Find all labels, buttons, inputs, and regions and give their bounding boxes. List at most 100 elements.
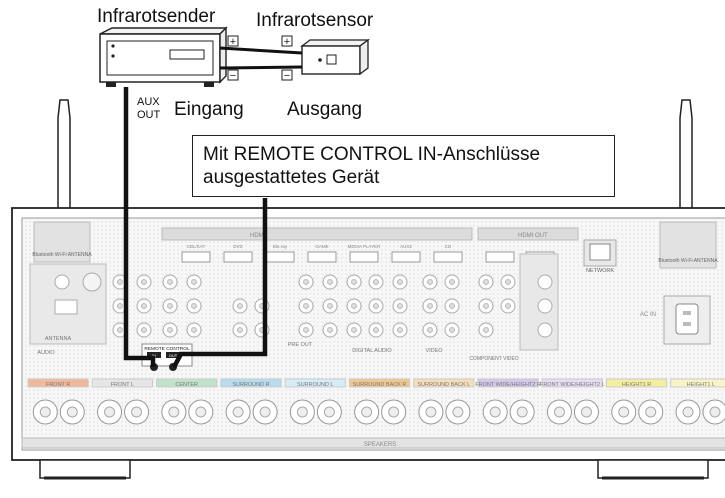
speaker-section-label: CENTER	[175, 382, 198, 388]
video-label: VIDEO	[425, 348, 443, 354]
callout-line-2: ausgestattetes Gerät	[203, 167, 380, 188]
hdmi-label: HDMI	[250, 233, 266, 239]
rca-jack-center	[191, 327, 197, 333]
input-label: Eingang	[174, 99, 244, 120]
hdmi-out-port	[485, 251, 515, 263]
bt-antenna-label-left: Bluetooth Wi-Fi ANTENNA	[32, 252, 92, 258]
rca-jack-center	[373, 303, 379, 309]
speaker-section-label: SURROUND L	[297, 382, 333, 388]
hdmi-port: GAME	[307, 244, 337, 263]
callout-line-1: Mit REMOTE CONTROL IN-Anschlüsse	[203, 144, 541, 165]
rca-jack-center	[191, 303, 197, 309]
rca-jack-center	[427, 279, 433, 285]
speaker-terminal-core	[361, 406, 373, 418]
remote-cable	[123, 87, 268, 369]
speaker-section: HEIGHT1 L	[670, 378, 725, 425]
rca-jack-center	[351, 303, 357, 309]
rca-jack-center	[427, 327, 433, 333]
speaker-terminal-core	[580, 406, 592, 418]
rca-jack-center	[141, 327, 147, 333]
rca-jack-center	[351, 279, 357, 285]
rca-jack-center	[141, 279, 147, 285]
speaker-section: FRONT L	[91, 378, 154, 425]
speaker-section-label: SURROUND BACK R	[353, 382, 407, 388]
speaker-section: SURROUND L	[284, 378, 346, 425]
rca-jack-center	[505, 303, 511, 309]
speaker-section-label: SURROUND BACK L	[417, 382, 470, 388]
speaker-terminal-core	[452, 406, 464, 418]
speaker-terminal-core	[259, 406, 271, 418]
plus-mark-rx: +	[284, 36, 290, 48]
speaker-section: CENTER	[156, 378, 218, 425]
rca-jack-center	[351, 327, 357, 333]
hdmi-port-label: AUX2	[400, 244, 412, 249]
remote-control-label: REMOTE CONTROL	[144, 346, 190, 352]
rca-jack-center	[327, 303, 333, 309]
ir-transmitter	[99, 26, 228, 87]
digital-audio-label: DIGITAL AUDIO	[352, 348, 392, 354]
rca-jack-center	[449, 327, 455, 333]
hdmi-port: AUX2	[391, 244, 421, 263]
aux-label: AUX	[137, 96, 160, 108]
plus-mark-tx: +	[230, 36, 236, 48]
ir-sensor	[300, 38, 370, 76]
speaker-terminal-core	[232, 406, 244, 418]
speaker-section: FRONT WIDE/HEIGHT2 L	[540, 378, 605, 425]
sensor-cable	[219, 46, 303, 70]
minus-mark-rx: −	[284, 70, 290, 82]
speaker-terminal-core	[66, 406, 78, 418]
speaker-section: HEIGHT1 R	[605, 378, 668, 425]
speaker-terminal-core	[516, 406, 528, 418]
rca-jack-center	[117, 279, 123, 285]
speaker-terminal-core	[388, 406, 400, 418]
hdmi-port-label: GAME	[315, 244, 328, 249]
speaker-section: FRONT WIDE/HEIGHT2 R	[475, 378, 541, 425]
ir-transmitter-label: Infrarotsender	[97, 6, 216, 27]
polarity-markers: + − + −	[227, 35, 293, 82]
rca-jack-center	[303, 279, 309, 285]
speaker-section: SURROUND BACK L	[413, 378, 475, 425]
speaker-section-label: HEIGHT1 L	[687, 382, 715, 388]
rca-jack-center	[303, 327, 309, 333]
speaker-terminal-core	[39, 406, 51, 418]
remote-out-label: OUT	[169, 353, 178, 358]
rca-jack-center	[397, 303, 403, 309]
pre-out-label: PRE OUT	[288, 342, 313, 348]
speaker-terminal-core	[489, 406, 501, 418]
rca-jack-center	[373, 327, 379, 333]
rca-jack-center	[483, 327, 489, 333]
audio-label: AUDIO	[37, 350, 55, 356]
ac-in-label: AC IN	[640, 312, 656, 318]
aux-out-label: AUX OUT	[137, 96, 160, 122]
rca-jack-center	[505, 279, 511, 285]
speaker-section-label: FRONT L	[111, 382, 134, 388]
speaker-terminal-core	[682, 406, 694, 418]
ir-sensor-label: Infrarotsensor	[256, 10, 374, 31]
hdmi-out-label: HDMI OUT	[518, 233, 548, 239]
rca-jack-center	[303, 303, 309, 309]
speaker-section-label: FRONT R	[46, 382, 70, 388]
speaker-section-label: SURROUND R	[232, 382, 269, 388]
speaker-terminal-core	[425, 406, 437, 418]
speaker-terminal-core	[709, 406, 721, 418]
rca-jack-center	[483, 303, 489, 309]
hdmi-port-label: CD	[445, 244, 452, 249]
rca-jack-center	[117, 327, 123, 333]
rca-jack-center	[397, 327, 403, 333]
speaker-terminal-core	[296, 406, 308, 418]
bt-antenna-label-right: Bluetooth Wi-Fi ANTENNA	[658, 258, 718, 264]
rca-jack-center	[237, 303, 243, 309]
hdmi-port: DVD	[223, 244, 253, 263]
hdmi-port-label: CBL/SAT	[187, 244, 206, 249]
speaker-section-label: FRONT WIDE/HEIGHT2 R	[475, 382, 541, 388]
speaker-terminal-core	[131, 406, 143, 418]
antenna-label: ANTENNA	[45, 336, 72, 342]
minus-mark-tx: −	[230, 70, 236, 82]
component-video-label: COMPONENT VIDEO	[469, 356, 518, 362]
hdmi-port-label: MEDIA PLAYER	[348, 244, 381, 249]
rca-jack-center	[449, 279, 455, 285]
rca-jack-center	[449, 303, 455, 309]
hdmi-port-label: Blu-ray	[273, 244, 288, 249]
hdmi-port: MEDIA PLAYER	[348, 244, 381, 263]
